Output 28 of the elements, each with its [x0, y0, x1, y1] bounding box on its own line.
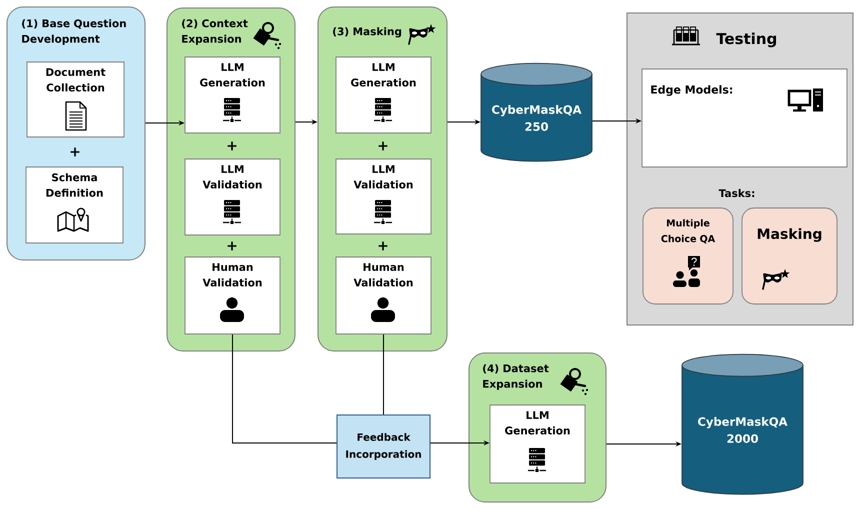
panel-title: Testing	[716, 32, 776, 48]
stage-title: (4) Dataset Expansion	[483, 364, 549, 390]
plus-sign: +	[228, 142, 236, 150]
plus-sign: +	[70, 148, 80, 156]
stage-title: (1) Base Question Development	[22, 19, 126, 45]
step-box: Human Validation	[184, 256, 280, 334]
plus-sign: +	[378, 242, 388, 250]
model-box: Edge Models:	[642, 68, 848, 168]
step-box: Human Validation	[336, 256, 432, 334]
plus-sign: +	[228, 242, 236, 250]
section-heading: Tasks:	[718, 189, 754, 198]
step-box: LLM Validation	[336, 158, 432, 234]
stage-title: (3) Masking	[333, 27, 402, 38]
step-box: LLM Generation	[336, 56, 432, 134]
database-cylinder: CyberMaskQA 2000	[682, 354, 804, 495]
plus-sign: +	[378, 142, 388, 150]
task-box: Multiple Choice QA	[642, 208, 734, 304]
step-box: LLM Generation	[184, 56, 280, 134]
step-box: LLM Validation	[184, 158, 280, 236]
task-box: Masking	[742, 208, 838, 304]
connector-line	[383, 334, 384, 415]
step-box: LLM Generation	[490, 404, 586, 484]
step-box: Document Collection	[26, 62, 124, 138]
step-box: Schema Definition	[26, 166, 124, 244]
connector-line	[232, 334, 337, 444]
feedback-box: Feedback Incorporation	[336, 414, 430, 478]
database-cylinder: CyberMaskQA 250	[480, 62, 592, 162]
stage-title: (2) Context Expansion	[182, 19, 248, 45]
